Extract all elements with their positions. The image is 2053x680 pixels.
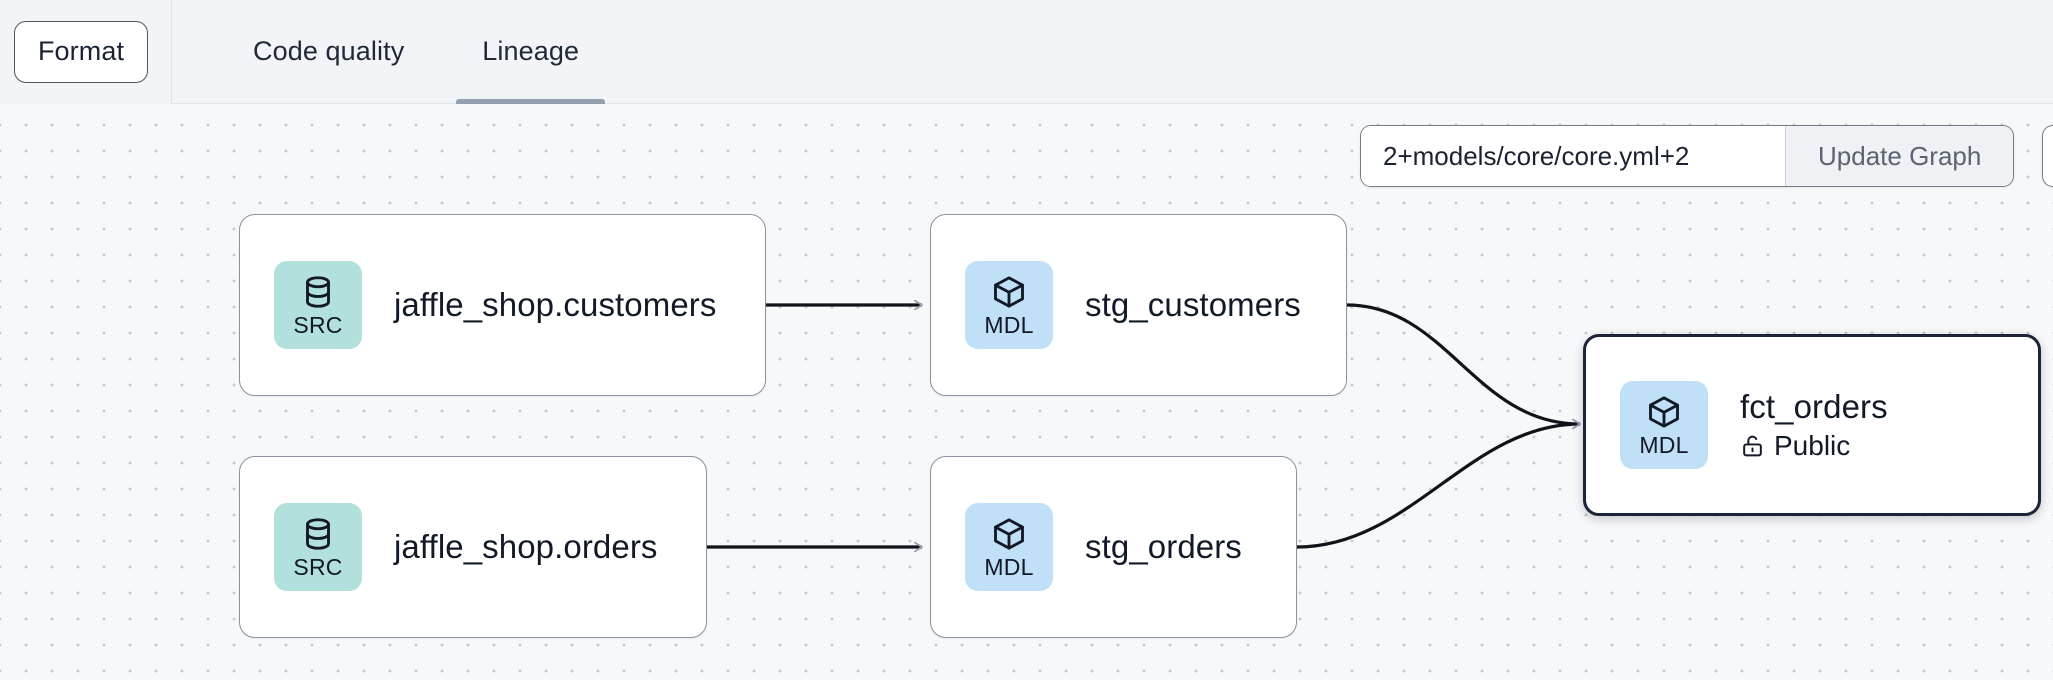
lineage-node-fct-orders[interactable]: MDL fct_orders Public: [1583, 334, 2041, 516]
lineage-canvas[interactable]: SRC jaffle_shop.customers MDL stg_custom…: [0, 104, 2053, 680]
node-title: stg_orders: [1085, 528, 1242, 566]
unlock-icon: [1743, 436, 1762, 457]
mdl-badge-label: MDL: [984, 311, 1034, 338]
node-body: fct_orders Public: [1740, 388, 1888, 463]
mdl-badge: MDL: [965, 261, 1053, 349]
lineage-node-jaffle-shop-customers[interactable]: SRC jaffle_shop.customers: [239, 214, 766, 396]
graph-selector-input[interactable]: [1361, 126, 1785, 186]
cube-icon: [994, 517, 1024, 550]
node-body: stg_customers: [1085, 286, 1301, 324]
src-badge: SRC: [274, 503, 362, 591]
cube-icon: [994, 275, 1024, 308]
tab-lineage[interactable]: Lineage: [456, 0, 605, 104]
tab-code-quality[interactable]: Code quality: [253, 36, 405, 66]
toolbar: Format Code quality Lineage: [0, 0, 2053, 104]
lineage-node-jaffle-shop-orders[interactable]: SRC jaffle_shop.orders: [239, 456, 707, 638]
node-title: fct_orders: [1740, 387, 1888, 425]
src-badge-label: SRC: [293, 553, 343, 580]
mdl-badge-label: MDL: [1639, 431, 1689, 458]
src-badge: SRC: [274, 261, 362, 349]
format-button[interactable]: Format: [14, 20, 148, 83]
node-title: stg_customers: [1085, 286, 1301, 324]
src-badge-label: SRC: [293, 311, 343, 338]
lineage-node-stg-customers[interactable]: MDL stg_customers: [930, 214, 1347, 396]
update-graph-button[interactable]: Update Graph: [1785, 126, 2014, 186]
graph-selector-control: Update Graph: [1360, 125, 2015, 187]
mdl-badge: MDL: [965, 503, 1053, 591]
cube-icon: [1649, 395, 1679, 428]
format-zone: Format: [0, 0, 172, 104]
node-body: jaffle_shop.customers: [394, 286, 717, 324]
database-icon: [306, 275, 330, 308]
node-visibility: Public: [1740, 430, 1888, 462]
tab-bar: Code quality Lineage: [172, 0, 605, 104]
overflow-control-button[interactable]: [2042, 125, 2053, 187]
mdl-badge: MDL: [1620, 381, 1708, 469]
mdl-badge-label: MDL: [984, 553, 1034, 580]
database-icon: [306, 517, 330, 550]
node-visibility-label: Public: [1774, 430, 1851, 462]
node-title: jaffle_shop.orders: [394, 528, 658, 566]
node-body: jaffle_shop.orders: [394, 528, 658, 566]
edge-stg-customers-to-fct-orders: [1346, 303, 1581, 430]
lineage-node-stg-orders[interactable]: MDL stg_orders: [930, 456, 1297, 638]
node-body: stg_orders: [1085, 528, 1242, 566]
node-title: jaffle_shop.customers: [394, 286, 717, 324]
edge-stg-orders-to-fct-orders: [1296, 418, 1581, 549]
